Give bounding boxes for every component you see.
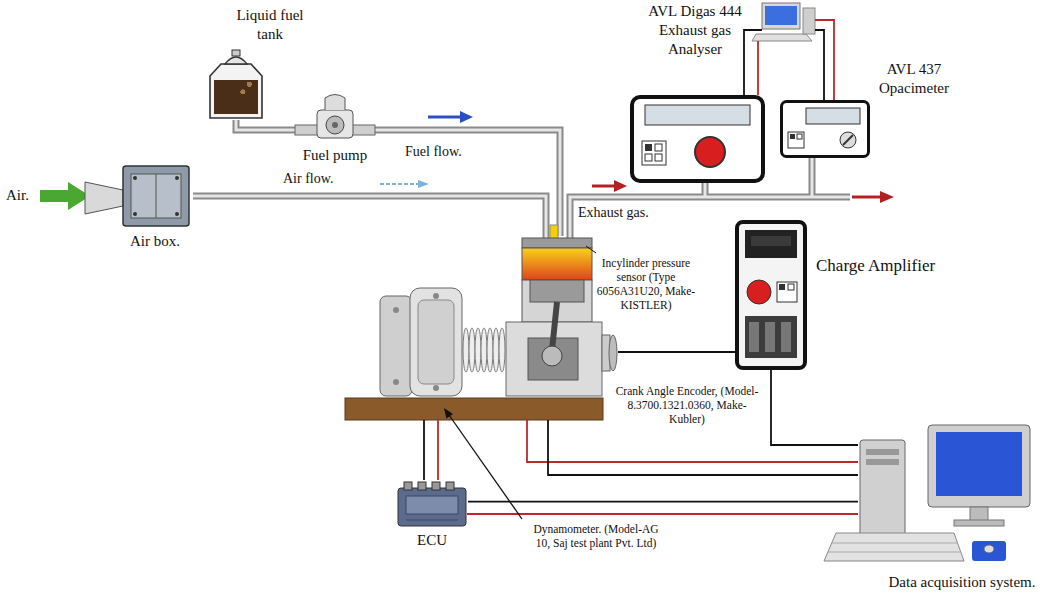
coupling [463,328,505,372]
air-label: Air. [6,186,46,205]
exhaust-gas-analyser-label: AVL Digas 444 Exhaust gas Analyser [640,2,750,58]
pipe-highlight [236,120,295,130]
charge-amplifier-icon [735,220,807,370]
opacimeter-label: AVL 437 Opacimeter [868,60,960,98]
dynamometer [380,288,462,396]
air-flow-label: Air flow. [283,170,363,188]
data-acquisition-computer-label: Data acquisition system. [867,573,1057,592]
fuel-pipe [236,120,295,130]
data-acquisition-computer: Data acquisition system. [858,425,1035,565]
ecu-icon [396,480,468,528]
air-flow-arrow [380,180,429,188]
air-inlet-arrow [40,182,90,210]
pressure-sensor-callout: Incylinder pressure sensor (Type 6056A31… [596,256,696,312]
air-pipe [193,196,546,240]
fuel-pump-label: Fuel pump [298,146,372,165]
leader-line [586,246,596,253]
crank-encoder-callout: Crank Angle Encoder, (Model- 8.3700.1321… [612,384,762,426]
fuel-tank-icon [205,48,267,120]
analyser-computer [752,3,815,41]
dynamometer-callout: Dynamometer. (Model-AG 10, Saj test plan… [526,522,666,550]
data-acquisition-computer-icon [858,425,1035,565]
exhaust-gas-analyser-icon [630,95,765,183]
signal-wire [468,501,858,503]
fuel-pump: Fuel pump [295,90,375,140]
signal-wires [424,20,858,514]
fuel-tank: Liquid fuel tank [205,48,267,120]
opacimeter-icon [780,100,870,158]
opacimeter: AVL 437 Opacimeter [780,100,870,158]
fuel-flow-label: Fuel flow. [405,143,495,161]
fuel-tank-label: Liquid fuel tank [229,6,311,44]
charge-amplifier: Charge Amplifier [735,220,807,370]
base-plank [345,398,603,420]
charge-amplifier-label: Charge Amplifier [816,255,991,276]
air-box-icon [85,162,193,230]
ecu-label: ECU [396,531,468,550]
fuel-flow-arrow [428,111,473,123]
ecu: ECU [396,480,468,528]
fuel-pipe [375,130,560,236]
exhaust-arrow [592,180,894,203]
signal-wire [771,370,858,445]
exhaust-gas-analyser: AVL Digas 444 Exhaust gas Analyser [630,95,765,183]
fuel-pump-icon [295,90,375,140]
engine [506,225,617,396]
air-box-label: Air box. [118,232,192,251]
exhaust-gas-label: Exhaust gas. [578,204,678,222]
air-box: Air box. [85,162,193,230]
